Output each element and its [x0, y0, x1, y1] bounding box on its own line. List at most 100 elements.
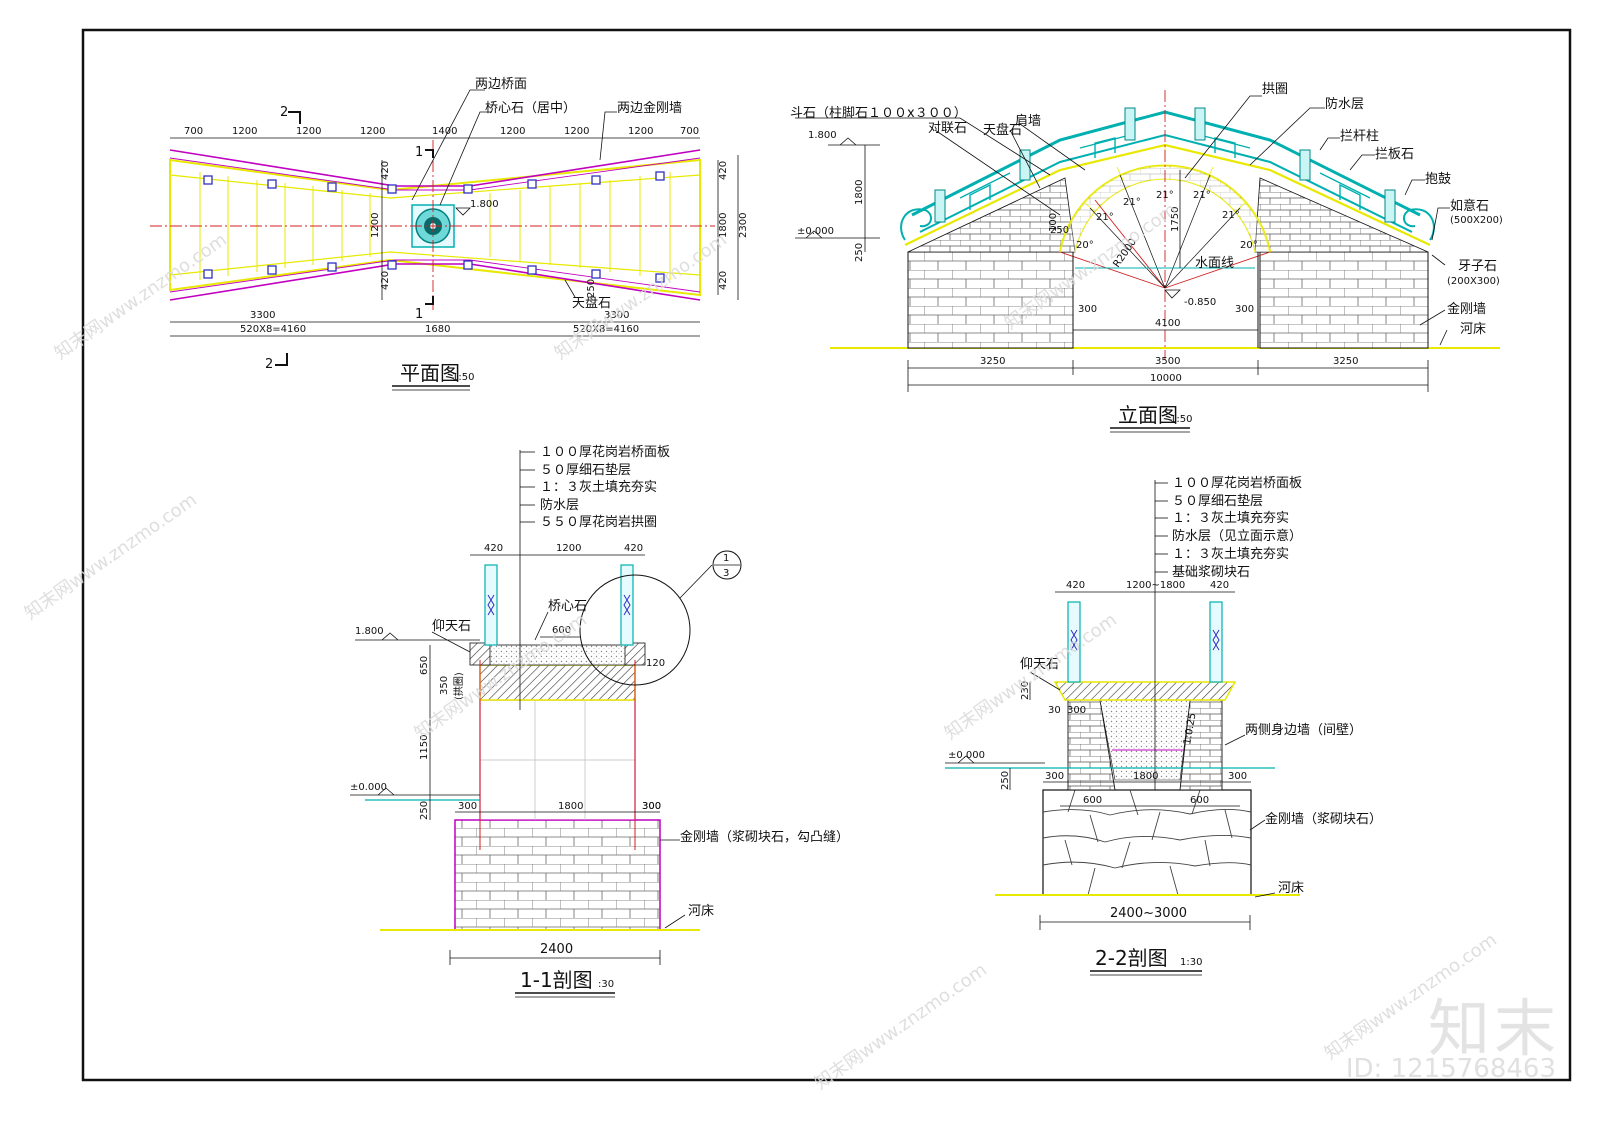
elev-dim: 3250: [980, 356, 1005, 367]
elev-angle: 20°: [1240, 240, 1258, 251]
elev-mark-zero: ±0.000: [797, 226, 834, 237]
sec2-dim: 30: [1048, 705, 1061, 716]
sec1-dim: 250: [419, 801, 430, 820]
sec2-layer: 基础浆砌块石: [1172, 565, 1250, 580]
elev-mark-low: -0.850: [1184, 297, 1216, 308]
elev-label-dou: 斗石（柱脚石１００x３００）: [790, 105, 967, 121]
sec1-dim: 1200: [556, 543, 581, 554]
sec1-dim-total: 2400: [540, 942, 573, 957]
elev-label-ruyi-size: (500X200): [1450, 215, 1503, 226]
elev-dim: 300: [1078, 304, 1097, 315]
plan-label-deck: 两边桥面: [475, 77, 527, 92]
sec1-layer: １：３灰土填充夯实: [540, 479, 657, 495]
elev-label-lanban: 拦板石: [1375, 147, 1414, 162]
elev-dim: 250: [854, 243, 865, 262]
watermark-text: 知末网www.znzmo.com: [21, 489, 201, 624]
elev-label-jianqiang: 肩墙: [1015, 113, 1041, 129]
sec1-dim: 300: [642, 801, 661, 812]
plan-dim: 420: [718, 271, 729, 290]
elev-mark-top: 1.800: [808, 130, 837, 141]
elev-dim: 300: [1235, 304, 1254, 315]
plan-dim: 1200: [370, 213, 381, 238]
sec1-dim: 600: [552, 625, 571, 636]
elev-label-langan: 拦杆柱: [1340, 129, 1379, 144]
sec2-label-yangtian: 仰天石: [1020, 657, 1059, 672]
plan-title: 平面图: [400, 361, 460, 385]
sec2-dim: 1200~1800: [1126, 580, 1185, 591]
elev-label-duilian: 对联石: [928, 121, 967, 136]
elev-title: 立面图: [1118, 403, 1178, 427]
watermark-text: 知末网www.znzmo.com: [811, 959, 991, 1094]
sec1-dim: 350: [439, 676, 450, 695]
watermark-text: 知末网www.znzmo.com: [51, 229, 231, 364]
plan-label-wall: 两边金刚墙: [617, 100, 682, 116]
elev-label-water: 水面线: [1195, 256, 1234, 271]
sheet-frame: [81, 28, 1572, 1082]
sec2-dim: 420: [1066, 580, 1085, 591]
elev-angle: 21°: [1096, 212, 1114, 223]
plan-sec2-top: 2: [280, 105, 288, 120]
sec2-label-wall: 金刚墙（浆砌块石）: [1265, 811, 1382, 827]
plan-dim: 700: [680, 126, 699, 137]
sec1-elev-zero: ±0.000: [350, 782, 387, 793]
sec1-elev-top: 1.800: [355, 626, 384, 637]
elev-dim: 3250: [1333, 356, 1358, 367]
elevation-view: 3250 3500 3250 10000 4100 300 300 1800 2…: [790, 82, 1503, 433]
sec2-layer: ５０厚细石垫层: [1172, 493, 1263, 509]
sec2-dim: 600: [1190, 795, 1209, 806]
plan-label-tianpan: 天盘石: [572, 295, 611, 311]
sec2-title: 2-2剖图: [1095, 946, 1168, 970]
sec1-dim: 1800: [558, 801, 583, 812]
plan-dim: 700: [184, 126, 203, 137]
sec1-callout-top: 1: [723, 553, 729, 564]
section-1-1: 1 3 １００厚花岗岩桥面板 ５０厚细石垫层 １：３灰土填充夯实 防水层 ５５０…: [350, 444, 849, 998]
plan-dim: 2300: [738, 213, 749, 238]
sec1-scale: :30: [598, 979, 614, 990]
sec1-dim: 1150: [419, 735, 430, 760]
elev-label-baogu: 抱鼓: [1425, 171, 1451, 187]
elev-dim: 250: [1050, 225, 1069, 236]
plan-dim: 1200: [628, 126, 653, 137]
sec1-dim: 420: [624, 543, 643, 554]
plan-sec2-bottom: 2: [265, 357, 273, 372]
sec2-dim: 250: [1000, 771, 1011, 790]
sec2-dim: 300: [1045, 771, 1064, 782]
sec2-layer: １：３灰土填充夯实: [1172, 546, 1289, 562]
sec1-callout-bottom: 3: [723, 568, 729, 579]
elev-dim: 4100: [1155, 318, 1180, 329]
plan-dim: 1680: [425, 324, 450, 335]
plan-dim: 1400: [432, 126, 457, 137]
sec2-elev-zero: ±0.000: [948, 750, 985, 761]
elev-angle: 20°: [1076, 240, 1094, 251]
elev-label-jingang: 金刚墙: [1447, 301, 1486, 317]
elev-angle: 21°: [1123, 197, 1141, 208]
plan-dim: 250: [586, 279, 597, 298]
sec2-label-hechuang: 河床: [1278, 881, 1304, 896]
elev-dim: 1800: [854, 180, 865, 205]
elev-label-ruyi: 如意石: [1450, 198, 1489, 214]
elev-label-fangshui: 防水层: [1325, 96, 1364, 112]
sec2-layer: １００厚花岗岩桥面板: [1172, 475, 1302, 491]
plan-dim: 3300: [604, 310, 629, 321]
sec1-label-yangtian: 仰天石: [432, 619, 471, 634]
plan-dim: 1200: [232, 126, 257, 137]
watermark-id: ID: 1215768463: [1345, 1054, 1556, 1084]
sec2-dim-total: 2400~3000: [1110, 906, 1187, 921]
elev-dim: 1750: [1170, 207, 1181, 232]
elev-label-hechuang: 河床: [1460, 322, 1486, 337]
sec2-dim: 230: [1020, 681, 1031, 700]
sec1-dim: 650: [419, 656, 430, 675]
sec2-layer: １：３灰土填充夯实: [1172, 510, 1289, 526]
sec1-layer: １００厚花岗岩桥面板: [540, 444, 670, 460]
section-2-2: １００厚花岗岩桥面板 ５０厚细石垫层 １：３灰土填充夯实 防水层（见立面示意） …: [945, 475, 1382, 976]
sec2-dim: 1800: [1133, 771, 1158, 782]
elev-label-tianpan: 天盘石: [983, 122, 1022, 138]
sec2-scale: 1:30: [1180, 957, 1202, 968]
sec1-dim: 420: [484, 543, 503, 554]
elev-label-yazi-size: (200X300): [1447, 276, 1500, 287]
plan-dim: 1200: [296, 126, 321, 137]
elev-label-yazi: 牙子石: [1458, 259, 1497, 274]
elev-angle: 21°: [1193, 190, 1211, 201]
sec1-dim: 300: [458, 801, 477, 812]
